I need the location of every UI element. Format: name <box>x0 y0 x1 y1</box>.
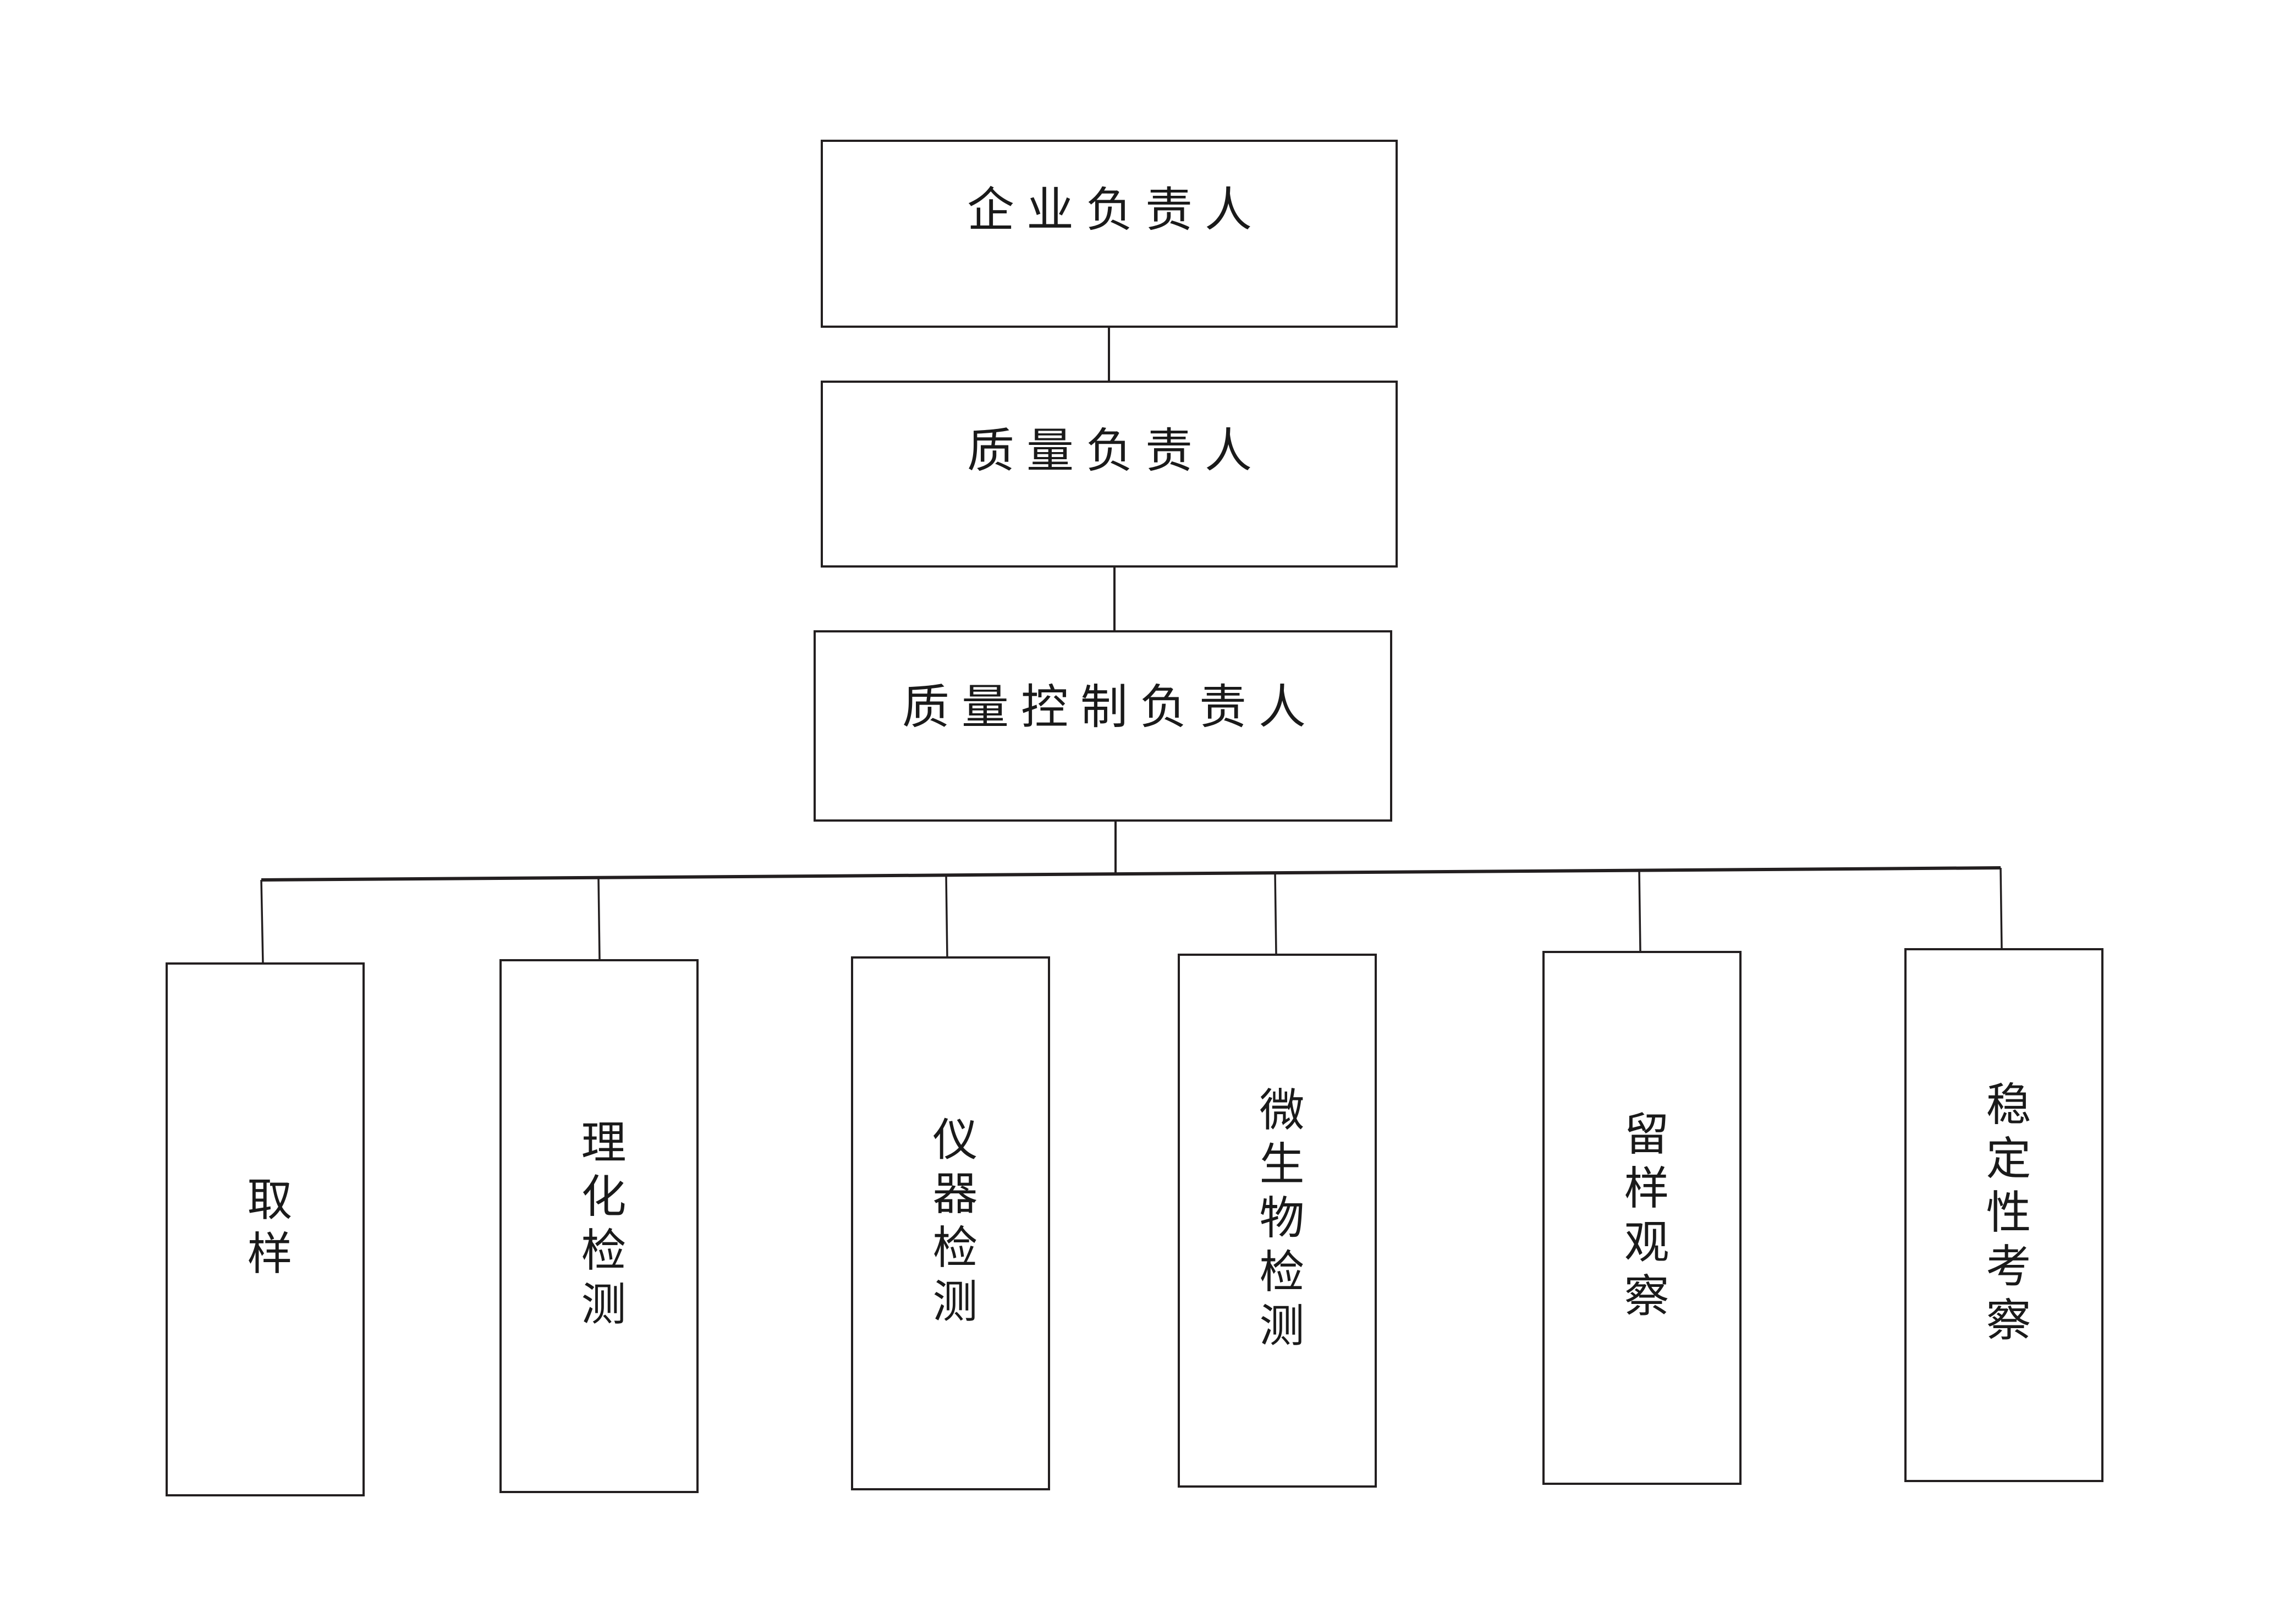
distribution-bus <box>261 866 2001 882</box>
node-box-quality-leader[interactable] <box>821 381 1398 568</box>
node-box-quality-control-leader[interactable] <box>814 630 1392 822</box>
node-enterprise-leader[interactable]: 企业负责人 <box>821 140 1398 328</box>
node-box-microbiological-testing[interactable] <box>1178 954 1377 1488</box>
node-box-sampling[interactable] <box>166 962 365 1496</box>
node-label-quality-leader: 质量负责人 <box>967 425 1264 477</box>
drop-line-microbiological-testing <box>1274 872 1277 955</box>
node-box-instrument-testing[interactable] <box>851 956 1050 1490</box>
node-box-retained-sample-observation[interactable] <box>1542 951 1742 1485</box>
node-label-quality-control-leader: 质量控制负责人 <box>902 681 1318 734</box>
node-box-physicochemical-testing[interactable] <box>499 959 699 1493</box>
node-label-enterprise-leader: 企业负责人 <box>967 184 1264 236</box>
node-box-stability-study[interactable] <box>1904 948 2103 1482</box>
node-box-enterprise-leader[interactable] <box>821 140 1398 328</box>
node-quality-leader[interactable]: 质量负责人 <box>821 381 1398 568</box>
drop-line-physicochemical-testing <box>597 877 601 960</box>
node-quality-control-leader[interactable]: 质量控制负责人 <box>814 630 1392 822</box>
drop-line-sampling <box>260 879 264 964</box>
drop-line-retained-sample-observation <box>1638 870 1641 953</box>
drop-line-instrument-testing <box>945 874 948 957</box>
drop-line-stability-study <box>2000 867 2003 950</box>
